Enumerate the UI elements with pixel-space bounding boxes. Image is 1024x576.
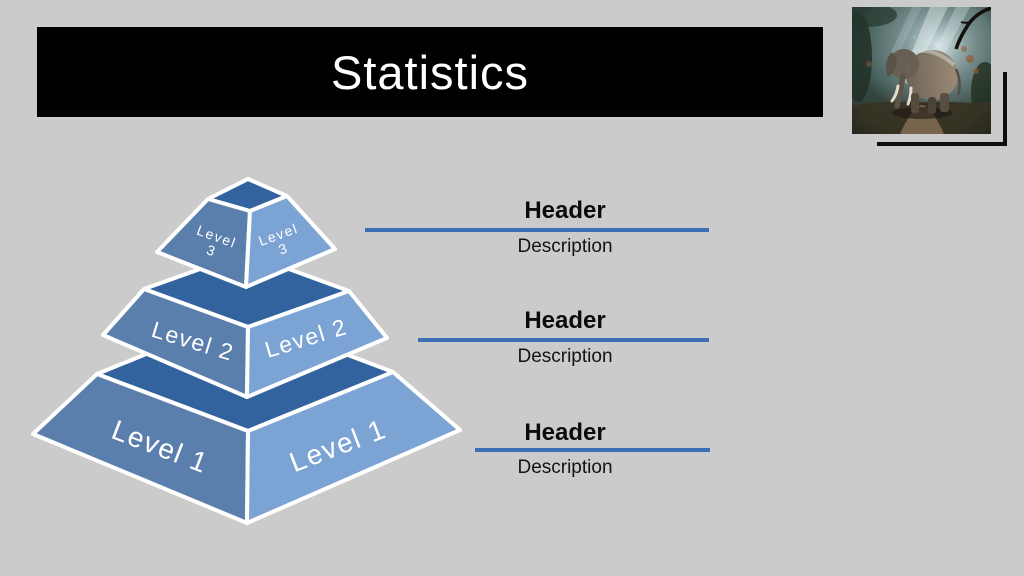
row3-divider-line bbox=[475, 448, 710, 452]
photo-frame-accent-vertical bbox=[1003, 72, 1007, 146]
row3-header: Header bbox=[524, 419, 606, 446]
row2-header: Header bbox=[524, 307, 606, 334]
row3-description: Description bbox=[517, 457, 613, 478]
pyramid-tier1-right-face bbox=[245, 370, 462, 525]
row1-divider-line bbox=[365, 228, 709, 232]
pyramid-tier3-right-face bbox=[244, 194, 337, 289]
elephant-photo bbox=[852, 7, 991, 134]
row1-description: Description bbox=[517, 236, 613, 257]
row2-description: Description bbox=[517, 346, 613, 367]
title-bar: Statistics bbox=[37, 27, 823, 117]
row1-header: Header bbox=[524, 197, 606, 224]
photo-frame-accent-horizontal bbox=[877, 142, 1007, 146]
pyramid-tier2-right-face bbox=[245, 289, 389, 399]
slide-title: Statistics bbox=[330, 45, 530, 99]
pyramid-diagram: Level 1 Level 1 Level 2 Level 2 Level 3 … bbox=[31, 177, 462, 525]
row2-divider-line bbox=[418, 338, 709, 342]
